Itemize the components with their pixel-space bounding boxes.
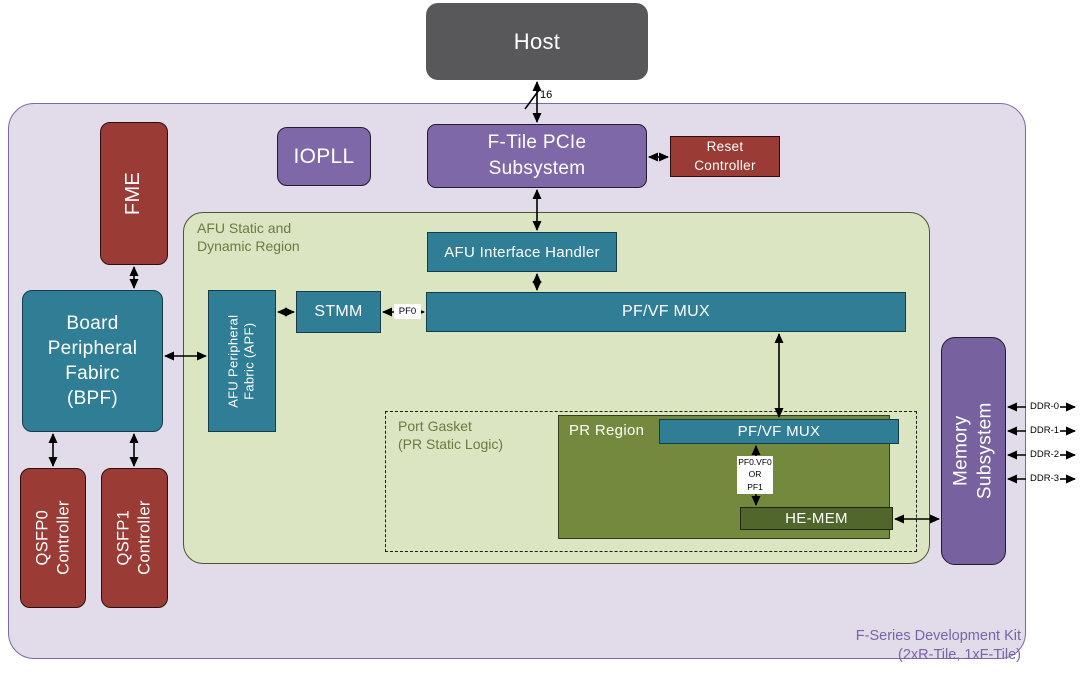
- memory-subsystem-node: Memory Subsystem: [941, 337, 1006, 565]
- qsfp0-label: QSFP0 Controller: [33, 500, 72, 576]
- pfvf-mux-static-node: PF/VF MUX: [426, 292, 906, 332]
- memory-subsystem-label: Memory Subsystem: [950, 402, 996, 500]
- afu-interface-handler-node: AFU Interface Handler: [427, 232, 617, 272]
- port-gasket-label: Port Gasket (PR Static Logic): [398, 418, 504, 453]
- pfvf-mux-static-label: PF/VF MUX: [621, 303, 711, 320]
- iopll-node: IOPLL: [277, 127, 371, 186]
- stmm-node: STMM: [296, 291, 381, 333]
- fme-label: FME: [122, 171, 145, 216]
- ddr1-label: DDR-1: [1029, 425, 1060, 436]
- pfvf-mux-pr-label: PF/VF MUX: [737, 423, 821, 440]
- pcie-lane-width-label: 16: [540, 89, 553, 101]
- host-label: Host: [513, 28, 561, 54]
- ddr3-label: DDR-3: [1029, 473, 1060, 484]
- pfvf-mux-pr-node: PF/VF MUX: [659, 419, 899, 444]
- fme-node: FME: [100, 122, 168, 265]
- reset-controller-node: Reset Controller: [670, 136, 780, 177]
- dev-kit-label: F-Series Development Kit (2xR-Tile, 1xF-…: [855, 628, 1021, 663]
- pr-region-label: PR Region: [569, 422, 645, 439]
- ddr2-label: DDR-2: [1029, 449, 1060, 460]
- afu-region-label: AFU Static and Dynamic Region: [197, 220, 300, 255]
- port-gasket-region: [385, 411, 917, 552]
- qsfp1-node: QSFP1 Controller: [101, 468, 168, 608]
- bpf-node: Board Peripheral Fabirc (BPF): [22, 290, 163, 432]
- he-mem-label: HE-MEM: [785, 510, 848, 527]
- reset-controller-label: Reset Controller: [694, 138, 756, 173]
- apf-node: AFU Peripheral Fabric (APF): [208, 290, 276, 432]
- stmm-label: STMM: [314, 303, 363, 320]
- afu-interface-handler-label: AFU Interface Handler: [444, 243, 600, 261]
- ftile-pcie-node: F-Tile PCIe Subsystem: [427, 124, 647, 188]
- pf0-vf0-or-pf1-label: PF0.VF0 OR PF1: [737, 456, 773, 494]
- he-mem-node: HE-MEM: [740, 507, 893, 530]
- pf0-label: PF0: [394, 304, 421, 319]
- apf-label: AFU Peripheral Fabric (APF): [225, 314, 258, 408]
- ddr0-label: DDR-0: [1029, 401, 1060, 412]
- bpf-label: Board Peripheral Fabirc (BPF): [47, 312, 138, 410]
- qsfp0-node: QSFP0 Controller: [20, 468, 86, 608]
- qsfp1-label: QSFP1 Controller: [114, 500, 154, 576]
- host-node: Host: [426, 3, 648, 80]
- ftile-pcie-label: F-Tile PCIe Subsystem: [487, 132, 587, 179]
- iopll-label: IOPLL: [293, 144, 355, 168]
